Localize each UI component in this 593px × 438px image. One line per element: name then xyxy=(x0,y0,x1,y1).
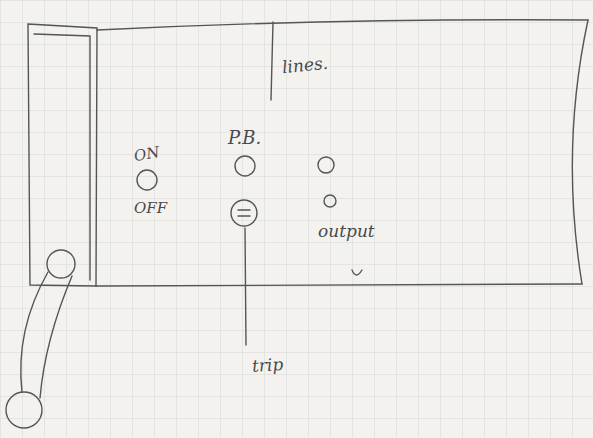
panel-right-edge xyxy=(572,20,588,284)
lines-leader xyxy=(271,22,273,100)
push-button xyxy=(235,156,255,176)
side-bar-inner xyxy=(34,34,90,280)
trip-leader xyxy=(245,228,246,345)
indicator-lamp xyxy=(318,157,334,173)
sketch-label: output xyxy=(318,222,375,241)
sketch-label: trip xyxy=(251,355,284,376)
sketch-label: P.B. xyxy=(228,128,261,148)
scribble xyxy=(352,270,362,275)
hinge-circle xyxy=(47,250,75,278)
trip-symbol xyxy=(238,210,250,216)
on-indicator xyxy=(137,170,157,190)
trip-button xyxy=(231,200,257,226)
panel-top-edge xyxy=(97,20,588,30)
panel-bottom-edge xyxy=(96,284,582,286)
sketch-label: OFF xyxy=(134,200,167,217)
cable-left xyxy=(21,272,48,392)
plug-circle xyxy=(6,392,42,428)
side-bar xyxy=(28,24,97,286)
cable-right xyxy=(40,276,72,398)
output-terminal xyxy=(324,195,336,207)
